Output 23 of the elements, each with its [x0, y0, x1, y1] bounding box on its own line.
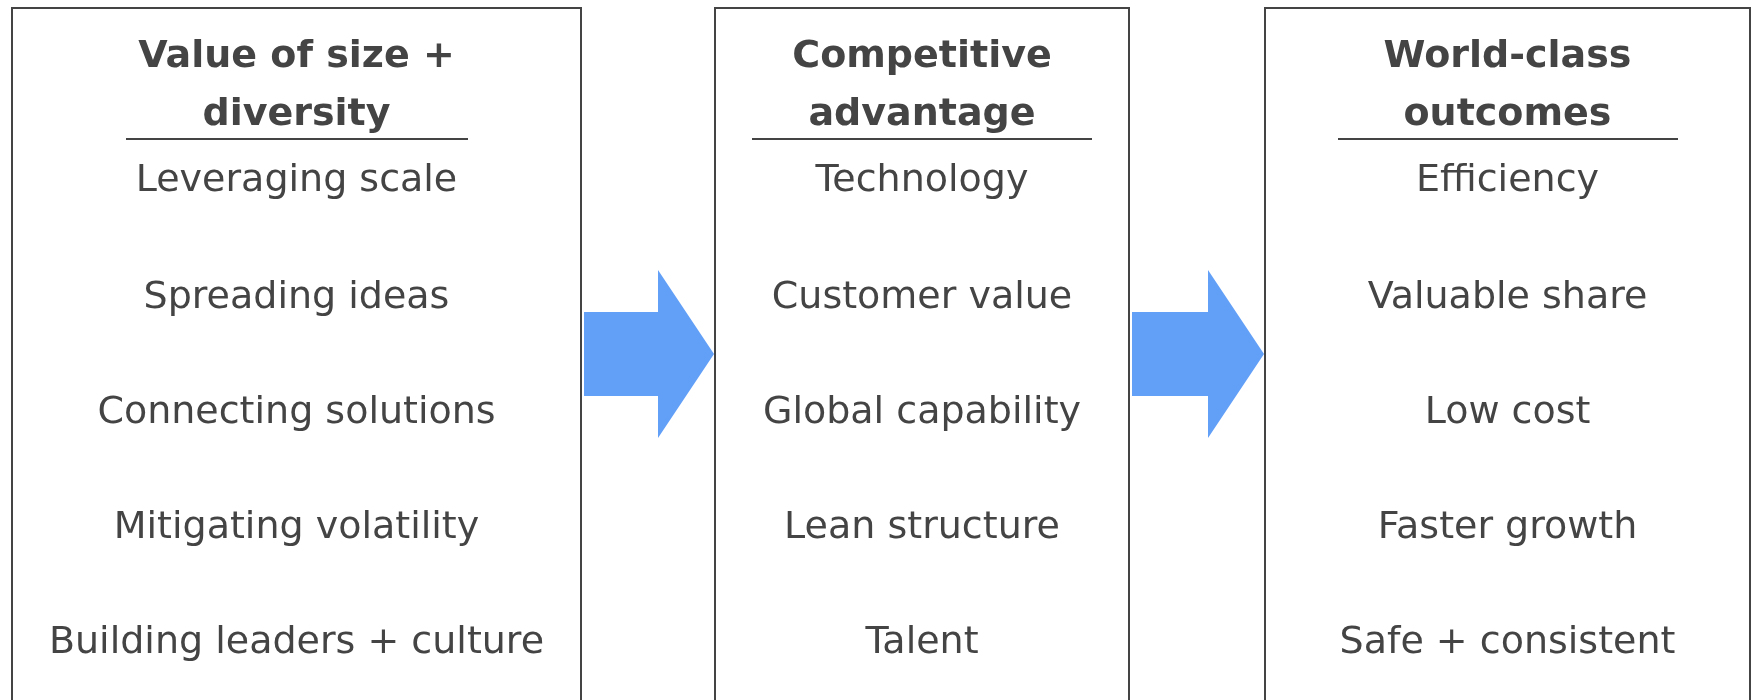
list-item: Technology: [814, 155, 1030, 202]
list-item: Valuable share: [1366, 272, 1649, 319]
list-item: Low cost: [1423, 387, 1592, 434]
list-item: Leveraging scale: [134, 155, 459, 202]
column-heading: Value of size + diversity: [137, 31, 456, 136]
list-item: Building leaders + culture: [47, 617, 546, 664]
list-item: Global capability: [761, 387, 1083, 434]
list-item: Efficiency: [1414, 155, 1600, 202]
list-item: Faster growth: [1376, 502, 1639, 549]
column-box: [11, 7, 582, 700]
column-box: [1264, 7, 1751, 700]
block-arrow: [1132, 270, 1264, 438]
list-item: Lean structure: [783, 502, 1061, 549]
list-item: Customer value: [770, 272, 1074, 319]
list-item: Spreading ideas: [142, 272, 451, 319]
column-heading: World-class outcomes: [1382, 31, 1633, 136]
list-item: Connecting solutions: [96, 387, 497, 434]
list-item: Mitigating volatility: [112, 502, 481, 549]
block-arrow: [584, 270, 714, 438]
column-heading: Competitive advantage: [791, 31, 1053, 136]
list-item: Safe + consistent: [1338, 617, 1677, 664]
list-item: Talent: [864, 617, 980, 664]
column-box: [714, 7, 1130, 700]
